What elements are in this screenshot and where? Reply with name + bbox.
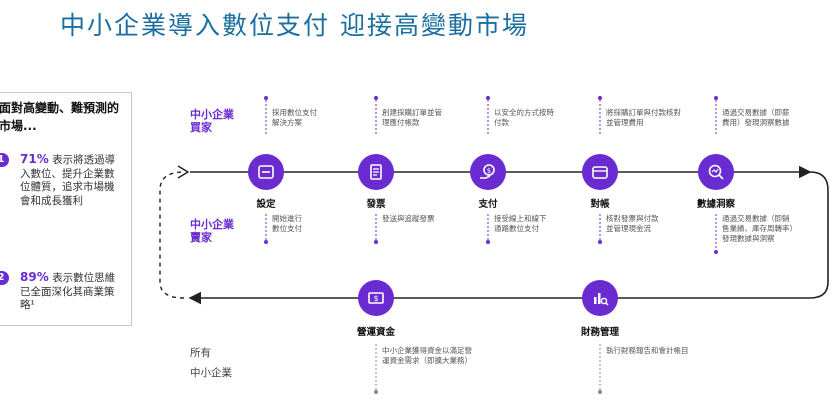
role-buyer: 中小企業 買家	[190, 108, 234, 134]
market-stats-panel: 面對高變動、難預測的市場... 1 71% 表示將透過導入數位、提升企業數位體質…	[0, 92, 132, 326]
document-icon	[358, 154, 394, 190]
role-all-line2: 中小企業	[190, 367, 232, 379]
money-icon: $	[358, 280, 394, 316]
step-name-insights: 數據洞察	[696, 199, 735, 210]
stat-value: 71%	[20, 152, 49, 166]
step-name-working-capital: 營運資金	[356, 327, 395, 338]
step-name-invoice: 發票	[366, 199, 386, 210]
buyer-note-setup: 採用數位支付 解決方案	[272, 108, 317, 127]
step-name-financial-management: 財務管理	[580, 327, 619, 338]
seller-note-invoice: 發送與追蹤發票	[382, 214, 435, 223]
panel-heading: 面對高變動、難預測的市場...	[0, 101, 120, 133]
seller-note-reconcile: 核對發票與付款 並管理現金流	[606, 214, 659, 233]
step-name-payment: 支付	[478, 199, 498, 210]
step-name-reconcile: 對帳	[590, 199, 610, 210]
buyer-note-payment: 以安全的方式按時 付款	[494, 108, 554, 127]
screen-icon	[248, 154, 284, 190]
right-curve	[809, 171, 829, 299]
stat-number-badge: 1	[0, 153, 9, 167]
stat-number-badge: 2	[0, 271, 9, 285]
chart-magnifier-icon	[582, 280, 618, 316]
role-seller: 中小企業 賣家	[190, 218, 234, 244]
stat-value: 89%	[20, 270, 49, 284]
left-dashed-curve	[159, 171, 185, 299]
seller-note-payment: 接受線上和線下 通路數位支付	[494, 214, 547, 233]
financial-management-note: 執行財務報告和會計帳目	[606, 346, 689, 355]
payment-hand-icon: $	[470, 154, 506, 190]
step-name-setup: 設定	[256, 199, 276, 210]
stat-description: 表示將透過導入數位、提升企業數位體質，追求市場機會和成長獲利	[20, 154, 116, 207]
seller-note-setup: 開始進行 數位支付	[272, 214, 302, 233]
seller-note-insights: 通過交易數據（即銷 售業績、庫存周轉率） 發現數據與洞察	[722, 214, 797, 243]
analytics-magnifier-icon	[698, 154, 734, 190]
page-title: 中小企業導入數位支付 迎接高變動市場	[60, 11, 529, 40]
working-capital-note: 中小企業獲得資金以滿足營 運資金需求（即擴大業務）	[382, 346, 472, 365]
wallet-icon	[582, 154, 618, 190]
role-all-line1: 所有	[190, 347, 211, 359]
buyer-note-invoice: 創建採購訂單並管 理應付帳款	[382, 108, 442, 127]
svg-text:$: $	[487, 167, 491, 175]
buyer-note-insights: 通過交易數據（即薪 費用）發現洞察數據	[722, 108, 790, 127]
stat-description: 表示數位思維已全面深化其商業策略¹	[20, 272, 116, 311]
svg-text:$: $	[373, 294, 378, 303]
buyer-note-reconcile: 將採購訂單與付款核對 並管理費用	[606, 108, 681, 127]
